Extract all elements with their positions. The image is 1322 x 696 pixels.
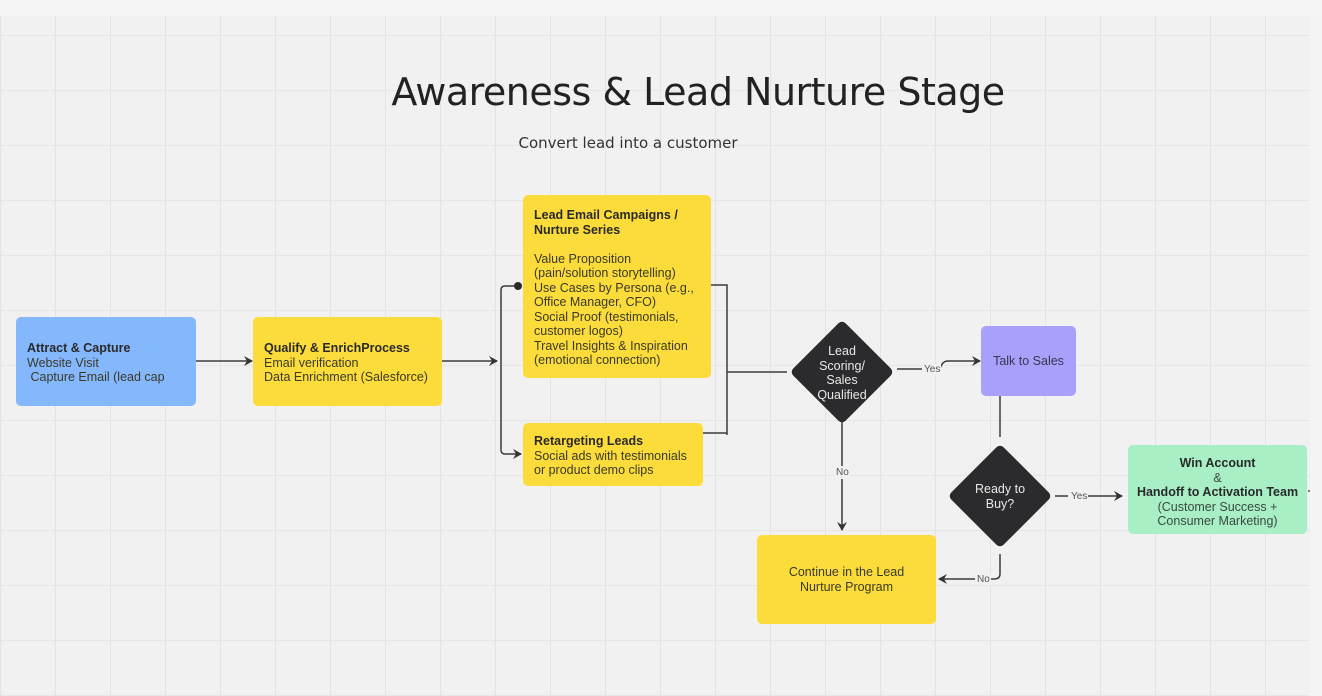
node-retargeting-leads[interactable]: Retargeting Leads Social ads with testim… bbox=[523, 423, 703, 486]
node-line: Office Manager, CFO) bbox=[534, 295, 657, 309]
spacer bbox=[534, 237, 700, 252]
node-title: Retargeting Leads bbox=[534, 434, 644, 448]
decision-lead-scoring-shape[interactable] bbox=[790, 320, 895, 425]
node-qualify-enrich[interactable]: Qualify & EnrichProcess Email verificati… bbox=[253, 317, 442, 406]
decision-lead-scoring[interactable]: Lead Scoring/ Sales Qualified bbox=[802, 344, 882, 402]
node-title: Handoff to Activation Team bbox=[1136, 485, 1299, 499]
node-line: Website Visit bbox=[27, 355, 99, 370]
node-talk-to-sales[interactable]: Talk to Sales bbox=[981, 326, 1076, 396]
node-line: Email verification bbox=[264, 355, 359, 370]
node-line: (Customer Success + bbox=[1157, 499, 1278, 514]
decision-line: Scoring/ bbox=[819, 358, 865, 373]
connector-email-merge[interactable] bbox=[711, 284, 728, 435]
node-line: (pain/solution storytelling) bbox=[534, 266, 676, 280]
node-continue-nurture[interactable]: Continue in the Lead Nurture Program bbox=[757, 535, 936, 624]
decision-line: Qualified bbox=[817, 387, 867, 402]
node-lead-email-campaigns[interactable]: Lead Email Campaigns / Nurture Series Va… bbox=[523, 195, 711, 378]
node-line: & bbox=[1213, 470, 1222, 485]
connector-buy-no[interactable] bbox=[939, 554, 1001, 579]
decision-ready-to-buy[interactable]: Ready to Buy? bbox=[960, 482, 1040, 511]
node-line: Travel Insights & Inspiration bbox=[534, 338, 688, 353]
node-line: or product demo clips bbox=[534, 463, 654, 477]
node-line: Consumer Marketing) bbox=[1157, 514, 1278, 528]
node-line: Nurture Program bbox=[799, 579, 894, 594]
node-line: Social Proof (testimonials, bbox=[534, 309, 679, 324]
edge-label-buy-no: No bbox=[976, 574, 991, 585]
canvas-edge bbox=[1310, 16, 1322, 696]
node-title: Qualify & EnrichProcess bbox=[264, 341, 410, 355]
board-subtitle[interactable]: Convert lead into a customer bbox=[518, 134, 738, 152]
decision-line: Sales bbox=[826, 373, 858, 387]
edge-label-buy-yes: Yes bbox=[1070, 491, 1089, 502]
node-line: Capture Email (lead cap bbox=[27, 370, 165, 384]
node-title: Attract & Capture bbox=[27, 341, 131, 355]
node-title: Win Account bbox=[1179, 456, 1256, 470]
stray-dot bbox=[1308, 490, 1310, 492]
board-title[interactable]: Awareness & Lead Nurture Stage bbox=[391, 70, 1005, 114]
connector-dot bbox=[514, 282, 522, 290]
decision-line: Ready to bbox=[974, 482, 1026, 496]
node-line: (emotional connection) bbox=[534, 353, 661, 367]
node-line: Continue in the Lead bbox=[788, 565, 905, 579]
decision-line: Lead bbox=[828, 344, 856, 358]
node-win-account[interactable]: Win Account & Handoff to Activation Team… bbox=[1128, 445, 1307, 534]
top-strip bbox=[0, 0, 1322, 16]
node-line: Value Proposition bbox=[534, 251, 632, 266]
node-label: Talk to Sales bbox=[993, 354, 1064, 368]
connector-split-branch[interactable] bbox=[500, 285, 522, 459]
node-line: Social ads with testimonials bbox=[534, 448, 687, 463]
node-title: Nurture Series bbox=[534, 222, 621, 237]
decision-ready-to-buy-shape[interactable] bbox=[948, 444, 1053, 549]
node-line: Data Enrichment (Salesforce) bbox=[264, 370, 428, 384]
node-attract-capture[interactable]: Attract & Capture Website Visit Capture … bbox=[16, 317, 196, 406]
decision-line: Buy? bbox=[985, 496, 1015, 511]
node-line: Use Cases by Persona (e.g., bbox=[534, 280, 694, 295]
edge-label-scoring-no: No bbox=[835, 467, 850, 478]
node-line: customer logos) bbox=[534, 324, 623, 338]
edge-label-scoring-yes: Yes bbox=[923, 364, 942, 375]
node-title: Lead Email Campaigns / bbox=[534, 208, 678, 222]
